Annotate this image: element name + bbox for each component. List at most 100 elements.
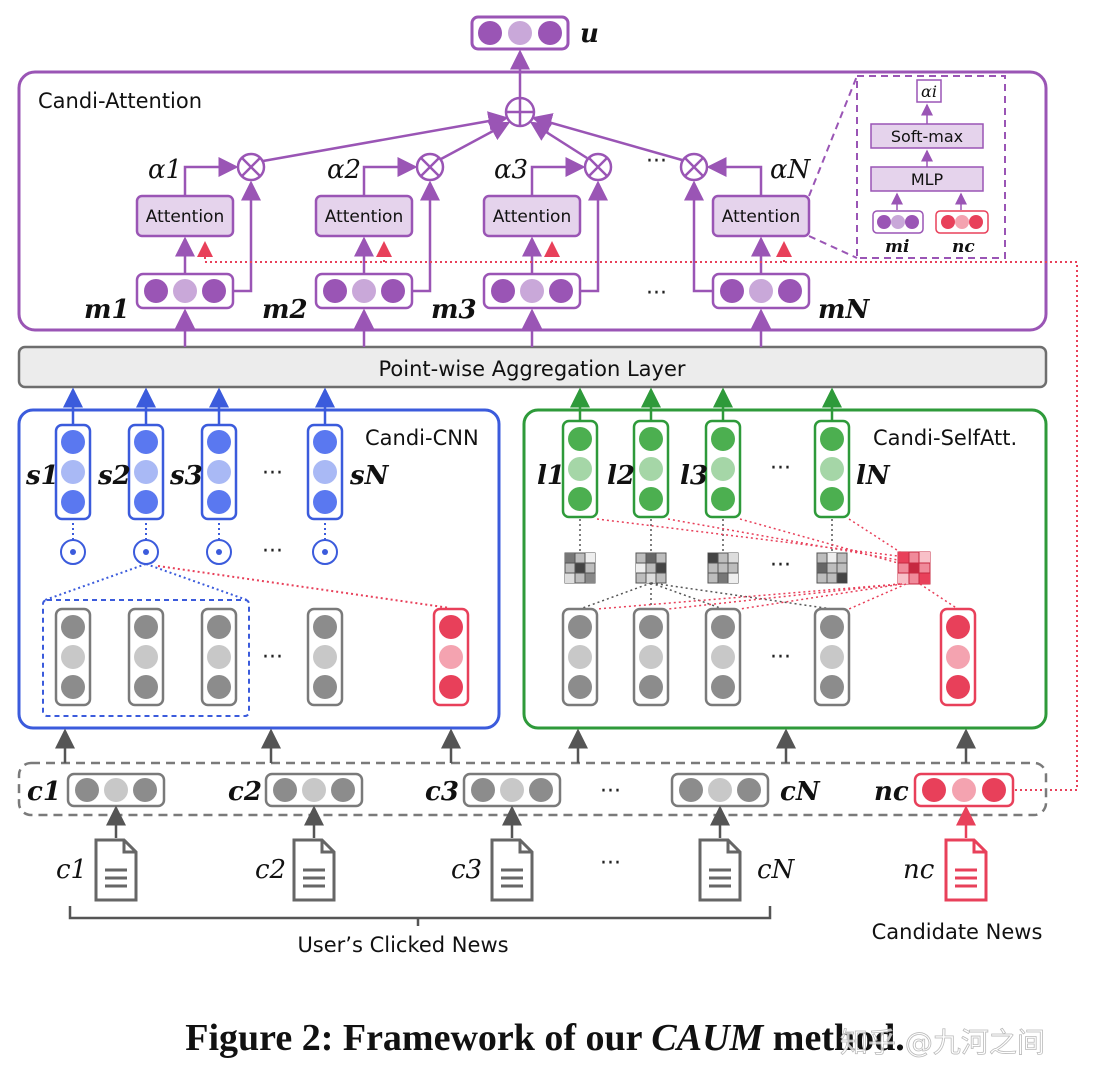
c-vector-2 bbox=[264, 772, 364, 808]
c-n-doc-label: cN bbox=[757, 855, 796, 885]
clicked-news-label: User’s Clicked News bbox=[297, 933, 508, 957]
c-n-vector-label: cN bbox=[780, 777, 821, 807]
s-n-label: sN bbox=[349, 461, 390, 491]
softmax-box bbox=[870, 123, 984, 149]
s-vectors bbox=[54, 423, 344, 521]
s-3-label: s3 bbox=[169, 461, 203, 491]
m-n-label: mN bbox=[818, 295, 871, 325]
encoding-to-modules-arrows bbox=[55, 728, 976, 763]
s-vector-n bbox=[306, 423, 344, 521]
c-vector-1 bbox=[66, 772, 166, 808]
watermark: 知乎 @九河之间 bbox=[840, 1026, 1045, 1059]
l-3-label: l3 bbox=[680, 461, 708, 491]
odot-to-s-lines bbox=[44, 520, 326, 601]
inset-n-c-vector bbox=[935, 210, 989, 234]
c-2-vector-label: c2 bbox=[228, 777, 262, 807]
svg-text:Attention: Attention bbox=[493, 207, 571, 227]
doc-to-encoding-arrows bbox=[106, 805, 730, 838]
softmax-label: Soft-max bbox=[891, 127, 963, 146]
ellipsis-docs: ··· bbox=[600, 851, 621, 876]
weighted-sum-arrows bbox=[262, 111, 683, 163]
candidate-routing-line bbox=[197, 241, 1078, 791]
odot-icon-1 bbox=[60, 539, 86, 565]
inset-connector-bottom bbox=[808, 235, 858, 259]
attention-block-1: Attention bbox=[135, 194, 235, 238]
m-to-attention-arrows bbox=[175, 180, 771, 293]
c-2-doc-label: c2 bbox=[255, 855, 286, 885]
s-vector-2 bbox=[127, 423, 165, 521]
document-icon-1 bbox=[94, 838, 138, 902]
odot-icon-n bbox=[312, 539, 338, 565]
odot-icon-3 bbox=[206, 539, 232, 565]
candidate-document-icon bbox=[944, 838, 988, 902]
m-vector-2 bbox=[314, 272, 414, 310]
multiply-icon-1 bbox=[236, 152, 266, 182]
cnn-gray-vectors bbox=[54, 607, 344, 707]
mlp-label: MLP bbox=[911, 170, 944, 189]
candi-cnn-title: Candi-CNN bbox=[365, 426, 479, 450]
l-vectors bbox=[561, 419, 851, 519]
aggregation-label: Point-wise Aggregation Layer bbox=[378, 357, 685, 381]
l-vector-1 bbox=[561, 419, 599, 519]
m-1-label: m1 bbox=[84, 295, 130, 325]
output-label: u bbox=[580, 19, 599, 49]
ellipsis-odot: ··· bbox=[262, 539, 283, 564]
cnn-candidate-link bbox=[157, 565, 451, 609]
grid-icon-candidate bbox=[897, 551, 931, 585]
l-vector-3 bbox=[704, 419, 742, 519]
alpha-arrows bbox=[183, 157, 763, 196]
n-c-vector bbox=[913, 772, 1015, 808]
s-vector-3 bbox=[200, 423, 238, 521]
candidate-news-label: Candidate News bbox=[872, 920, 1043, 944]
candi-attention-title: Candi-Attention bbox=[38, 89, 202, 113]
selfatt-candidate-vector bbox=[939, 607, 977, 707]
inset-arrows bbox=[891, 103, 967, 210]
svg-text:Attention: Attention bbox=[722, 207, 800, 227]
inset-m-i-label: mi bbox=[885, 237, 909, 257]
inset-m-i-vector bbox=[872, 210, 924, 234]
grid-icon-2 bbox=[635, 552, 667, 584]
document-icon-n bbox=[698, 838, 742, 902]
candi-cnn-module bbox=[17, 408, 501, 730]
attention-grids bbox=[564, 551, 931, 585]
m-vector-n bbox=[711, 272, 811, 310]
attention-block-n: Attention bbox=[711, 194, 811, 238]
c-vector-n bbox=[670, 772, 770, 808]
c-3-vector-label: c3 bbox=[425, 777, 459, 807]
document-icon-3 bbox=[490, 838, 534, 902]
aggregation-to-m-arrows bbox=[175, 308, 771, 347]
svg-text:Attention: Attention bbox=[325, 207, 403, 227]
ellipsis-encoding: ··· bbox=[600, 779, 621, 804]
selfatt-candidate-links bbox=[596, 518, 959, 610]
grid-icon-3 bbox=[707, 552, 739, 584]
l-vector-2 bbox=[632, 419, 670, 519]
document-icon-2 bbox=[292, 838, 336, 902]
alpha-1-label: α1 bbox=[148, 155, 182, 185]
inset-connector-top bbox=[808, 75, 858, 197]
ellipsis-cnn-gray: ··· bbox=[262, 645, 283, 670]
ellipsis-attn-top: ··· bbox=[646, 149, 667, 174]
candi-selfatt-title: Candi-SelfAtt. bbox=[873, 426, 1017, 450]
attention-block-3: Attention bbox=[482, 194, 582, 238]
m-vector-1 bbox=[135, 272, 235, 310]
c-1-vector-label: c1 bbox=[27, 777, 61, 807]
ellipsis-m: ··· bbox=[646, 281, 667, 306]
multiply-icon-3 bbox=[583, 152, 613, 182]
l-vector-n bbox=[813, 419, 851, 519]
grid-icon-1 bbox=[564, 552, 596, 584]
ellipsis-s: ··· bbox=[262, 461, 283, 486]
m-vector-3 bbox=[482, 272, 582, 310]
l-1-label: l1 bbox=[537, 461, 565, 491]
figure-caption: Figure 2: Framework of our CAUM method. bbox=[185, 1017, 905, 1059]
sum-operator-icon bbox=[504, 96, 536, 128]
multiply-icon-n bbox=[679, 152, 709, 182]
s-vector-1 bbox=[54, 423, 92, 521]
selfatt-gray-vectors bbox=[561, 607, 851, 707]
odot-operators bbox=[60, 539, 338, 565]
alpha-3-label: α3 bbox=[494, 155, 528, 185]
grid-icon-n bbox=[816, 552, 848, 584]
multiply-icon-2 bbox=[415, 152, 445, 182]
mlp-box bbox=[870, 166, 984, 192]
